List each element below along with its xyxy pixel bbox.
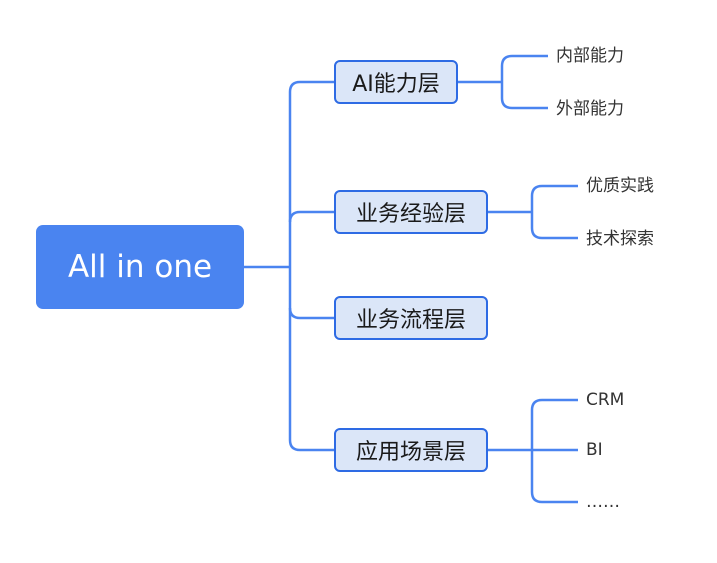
leaf-tech-exploration[interactable]: 技术探索: [586, 229, 654, 249]
leaf-ellipsis[interactable]: ……: [586, 492, 620, 512]
branch-node-ai-capability[interactable]: AI能力层: [334, 60, 458, 104]
trunk-to-branch-2: [288, 210, 334, 223]
leaf-quality-practice[interactable]: 优质实践: [586, 176, 654, 196]
branch-2-fork: [530, 184, 578, 240]
branch-1-fork: [500, 54, 548, 110]
branch-node-business-experience[interactable]: 业务经验层: [334, 190, 488, 234]
trunk-to-branch-3: [288, 307, 334, 320]
leaf-crm[interactable]: CRM: [586, 390, 625, 410]
leaf-bi[interactable]: BI: [586, 440, 603, 460]
trunk-connector: [288, 80, 334, 452]
leaf-external-capability[interactable]: 外部能力: [556, 99, 624, 119]
root-node[interactable]: All in one: [36, 225, 244, 309]
branch-node-application-scenario[interactable]: 应用场景层: [334, 428, 488, 472]
branch-4-fork: [530, 398, 578, 504]
branch-node-business-process[interactable]: 业务流程层: [334, 296, 488, 340]
leaf-internal-capability[interactable]: 内部能力: [556, 46, 624, 66]
